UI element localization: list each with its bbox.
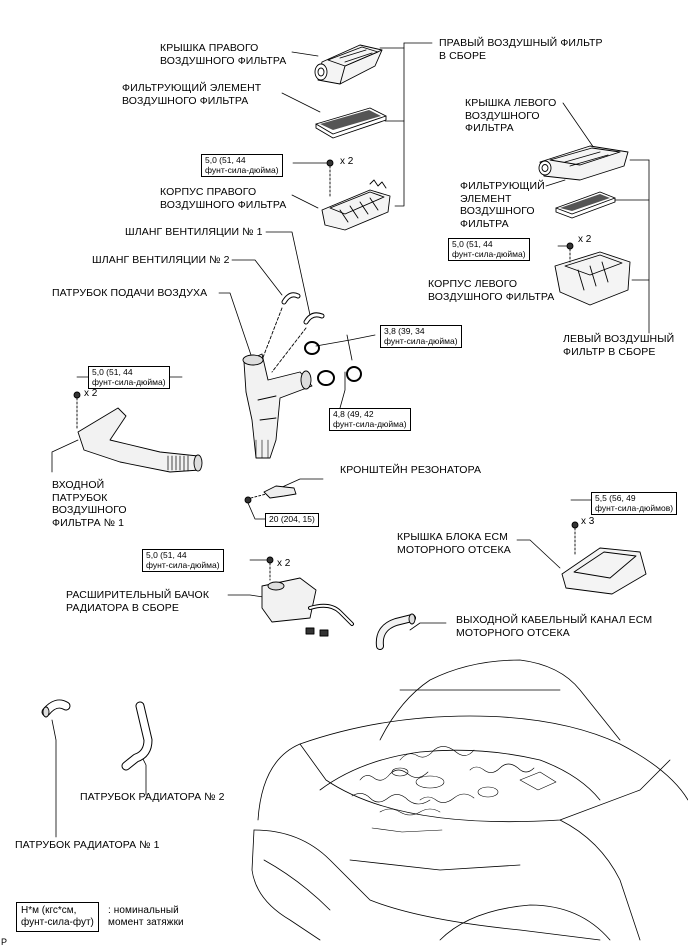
radiator-hose-2-part xyxy=(121,701,153,771)
radiator-reservoir-part xyxy=(261,556,354,637)
left-filter-case-part xyxy=(554,242,631,306)
multiplier-inlet-duct: x 2 xyxy=(84,388,98,399)
label-left-filter-case: КОРПУС ЛЕВОГО ВОЗДУШНОГО ФИЛЬТРА xyxy=(428,278,555,303)
vent-hoses-part xyxy=(261,292,325,373)
label-air-intake: ПАТРУБОК ПОДАЧИ ВОЗДУХА xyxy=(52,287,208,299)
label-left-filter-assy: ЛЕВЫЙ ВОЗДУШНЫЙ ФИЛЬТР В СБОРЕ xyxy=(563,333,675,358)
torque-radiator-reservoir: 5,0 (51, 44 фунт-сила-дюйма) xyxy=(142,549,224,572)
hose-clamps-part xyxy=(304,341,362,386)
right-filter-cover-part xyxy=(314,44,383,85)
multiplier-radiator-reservoir: x 2 xyxy=(277,558,291,569)
label-vent-hose-2: ШЛАНГ ВЕНТИЛЯЦИИ № 2 xyxy=(92,254,230,266)
legend-description: : номинальный момент затяжки xyxy=(108,905,184,928)
torque-right-filter-case: 5,0 (51, 44 фунт-сила-дюйма) xyxy=(201,154,283,177)
torque-inlet-duct: 5,0 (51, 44 фунт-сила-дюйма) xyxy=(88,366,170,389)
left-filter-cover-part xyxy=(538,145,629,181)
right-filter-element-part xyxy=(315,107,387,139)
legend-torque-box: Н*м (кгс*см, фунт-сила-фут) xyxy=(16,902,99,932)
ecm-duct-part xyxy=(375,613,416,650)
air-intake-pipe-part xyxy=(242,353,313,459)
label-radiator-hose-2: ПАТРУБОК РАДИАТОРА № 2 xyxy=(80,791,225,803)
label-right-filter-element: ФИЛЬТРУЮЩИЙ ЭЛЕМЕНТ ВОЗДУШНОГО ФИЛЬТРА xyxy=(122,82,262,107)
label-ecm-duct: ВЫХОДНОЙ КАБЕЛЬНЫЙ КАНАЛ ECM МОТОРНОГО О… xyxy=(456,614,653,639)
radiator-hose-1-part xyxy=(41,699,71,718)
torque-left-filter-case: 5,0 (51, 44 фунт-сила-дюйма) xyxy=(448,238,530,261)
label-vent-hose-1: ШЛАНГ ВЕНТИЛЯЦИИ № 1 xyxy=(125,226,263,238)
label-radiator-hose-1: ПАТРУБОК РАДИАТОРА № 1 xyxy=(15,839,160,851)
resonator-bracket-part xyxy=(244,485,297,504)
left-filter-element-part xyxy=(555,191,616,219)
car-engine-bay-illustration xyxy=(251,659,688,941)
torque-ecm-cover: 5,5 (56, 49 фунт-сила-дюймов) xyxy=(591,492,678,515)
ecm-cover-part xyxy=(561,521,647,595)
multiplier-right-filter-case: x 2 xyxy=(340,156,354,167)
label-right-filter-case: КОРПУС ПРАВОГО ВОЗДУШНОГО ФИЛЬТРА xyxy=(160,186,287,211)
label-right-filter-assy: ПРАВЫЙ ВОЗДУШНЫЙ ФИЛЬТР В СБОРЕ xyxy=(439,37,603,62)
label-right-filter-cover: КРЫШКА ПРАВОГО ВОЗДУШНОГО ФИЛЬТРА xyxy=(160,42,287,67)
torque-resonator-bracket: 20 (204, 15) xyxy=(265,513,319,527)
multiplier-left-filter-case: x 2 xyxy=(578,234,592,245)
label-inlet-duct: ВХОДНОЙ ПАТРУБОК ВОЗДУШНОГО ФИЛЬТРА № 1 xyxy=(52,479,127,529)
multiplier-ecm-cover: x 3 xyxy=(581,516,595,527)
label-left-filter-element: ФИЛЬТРУЮЩИЙ ЭЛЕМЕНТ ВОЗДУШНОГО ФИЛЬТРА xyxy=(460,180,545,230)
label-resonator-bracket: КРОНШТЕЙН РЕЗОНАТОРА xyxy=(340,464,482,476)
corner-mark: P xyxy=(1,937,8,947)
torque-clamp-small: 3,8 (39, 34 фунт-сила-дюйма) xyxy=(380,325,462,348)
label-left-filter-cover: КРЫШКА ЛЕВОГО ВОЗДУШНОГО ФИЛЬТРА xyxy=(465,97,557,134)
right-filter-case-part xyxy=(321,159,391,231)
label-ecm-cover: КРЫШКА БЛОКА ECM МОТОРНОГО ОТСЕКА xyxy=(397,531,511,556)
inlet-duct-part xyxy=(73,391,203,473)
label-radiator-reservoir: РАСШИРИТЕЛЬНЫЙ БАЧОК РАДИАТОРА В СБОРЕ xyxy=(66,589,210,614)
torque-clamp-large: 4,8 (49, 42 фунт-сила-дюйма) xyxy=(329,408,411,431)
